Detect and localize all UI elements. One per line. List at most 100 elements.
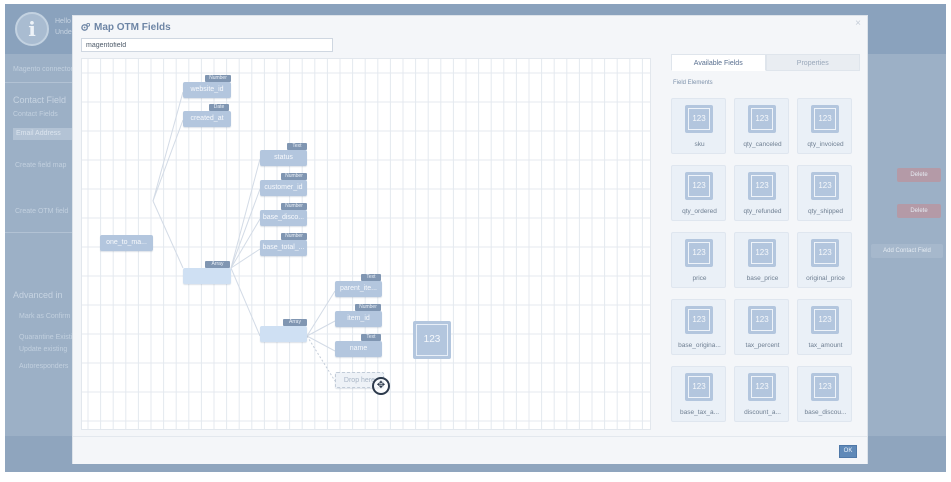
node-type-tag: Number [281,203,307,210]
number-field-icon: 123 [811,105,839,133]
tab-properties[interactable]: Properties [765,54,860,71]
drop-target[interactable]: Drop here [335,372,384,388]
field-tile[interactable]: 123 base_price [734,232,789,288]
mapping-canvas[interactable]: one_to_ma... Number website_id Date crea… [81,58,651,430]
node-type-tag: Number [205,75,231,82]
node-created-at[interactable]: created_at [183,111,231,127]
delete-button[interactable]: Delete [897,204,941,218]
number-glyph: 123 [751,175,773,197]
mark-as-confirmed-text: Mark as Confirm [19,313,71,320]
node-type-tag: Number [281,233,307,240]
number-field-icon: 123 [685,306,713,334]
node-base-total[interactable]: base_total_... [260,240,307,256]
number-field-icon: 123 [811,306,839,334]
field-tile[interactable]: 123 qty_refunded [734,165,789,221]
number-glyph: 123 [751,376,773,398]
field-name-input[interactable] [81,38,333,52]
field-tile[interactable]: 123 tax_amount [797,299,852,355]
number-glyph: 123 [751,242,773,264]
number-glyph: 123 [751,108,773,130]
node-type-tag: Number [355,304,381,311]
node-type-tag: Array [283,319,307,326]
node-array[interactable] [183,268,231,284]
number-field-icon: 123 [811,239,839,267]
field-tile[interactable]: 123 qty_ordered [671,165,726,221]
email-address-input[interactable]: Email Address [13,128,73,140]
number-glyph: 123 [688,309,710,331]
field-tile[interactable]: 123 qty_invoiced [797,98,852,154]
fields-panel: Available Fields Properties Field Elemen… [671,54,860,432]
add-contact-field-button[interactable]: Add Contact Field [871,244,943,258]
move-cursor-icon: ✥ [372,377,390,395]
tab-available-fields[interactable]: Available Fields [671,54,766,71]
contact-fields-label: Contact Fields [13,111,58,118]
number-glyph: 123 [814,108,836,130]
number-glyph: 123 [814,175,836,197]
modal-footer: OK [73,436,867,464]
node-parent-item[interactable]: parent_ite... [335,281,382,297]
modal-title-text: Map OTM Fields [94,22,171,33]
node-name[interactable]: name [335,341,382,357]
number-field-icon: 123 [748,306,776,334]
ok-button[interactable]: OK [839,445,857,458]
node-type-tag: Text [287,143,307,150]
number-glyph: 123 [688,242,710,264]
gears-icon [81,23,90,31]
number-field-icon: 123 [685,239,713,267]
node-base-discount[interactable]: base_disco... [260,210,307,226]
number-glyph: 123 [814,309,836,331]
node-item-id[interactable]: item_id [335,311,382,327]
field-tile-label: discount_a... [744,409,781,416]
number-field-icon: 123 [748,373,776,401]
map-otm-fields-modal: Map OTM Fields × one_to_ma... Number [72,15,868,464]
number-field-icon: 123 [685,172,713,200]
field-tile-label: price [692,275,707,282]
update-existing-text: Update existing [19,346,68,353]
quarantine-existing-text: Quarantine Existing [19,334,81,341]
modal-title: Map OTM Fields [81,22,171,33]
number-field-icon: 123 [416,324,448,356]
field-tile-label: qty_refunded [743,208,782,215]
close-icon[interactable]: × [855,18,861,29]
divider [5,232,75,233]
field-tile-label: base_price [746,275,779,282]
connector-lines [152,91,336,382]
delete-button[interactable]: Delete [897,168,941,182]
node-customer-id[interactable]: customer_id [260,180,307,196]
node-one-to-many[interactable]: one_to_ma... [100,235,153,251]
field-tile[interactable]: 123 discount_a... [734,366,789,422]
node-status[interactable]: status [260,150,307,166]
field-tile-label: tax_amount [808,342,843,349]
node-type-tag: Array [205,261,230,268]
number-field-icon: 123 [748,172,776,200]
number-field-icon: 123 [685,105,713,133]
field-tile[interactable]: 123 price [671,232,726,288]
header-text: Hello [55,18,71,25]
number-glyph: 123 [688,175,710,197]
field-tile-label: sku [694,141,705,148]
dragging-field-tile[interactable]: 123 [413,321,451,359]
field-tile[interactable]: 123 sku [671,98,726,154]
field-tile-label: qty_ordered [682,208,717,215]
field-tile-label: base_tax_a... [679,409,720,416]
field-tile-label: qty_canceled [743,141,782,148]
create-otm-field-text: Create OTM field [15,208,69,215]
node-array[interactable] [260,326,307,342]
info-logo-icon: i [15,12,49,46]
node-website-id[interactable]: website_id [183,82,231,98]
contact-fields-heading: Contact Field [13,95,67,105]
field-tile-label: qty_invoiced [807,141,844,148]
number-field-icon: 123 [748,105,776,133]
number-glyph: 123 [814,376,836,398]
number-glyph: 123 [751,309,773,331]
node-type-tag: Text [361,274,381,281]
number-field-icon: 123 [811,373,839,401]
field-tile[interactable]: 123 qty_canceled [734,98,789,154]
